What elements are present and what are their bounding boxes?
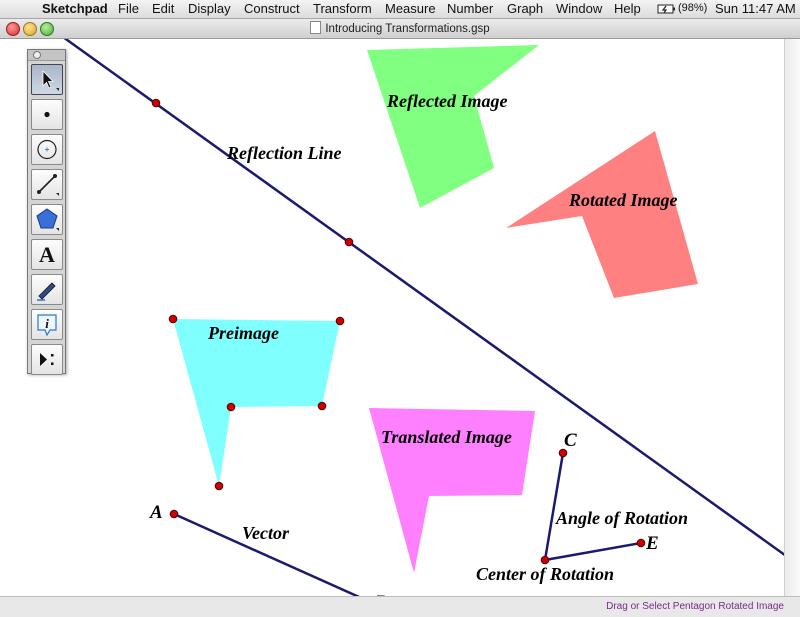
preimage-vertex-3[interactable] — [317, 401, 327, 411]
custom-tool[interactable] — [31, 344, 63, 375]
angle-of-rotation-label[interactable]: Angle of Rotation — [555, 508, 688, 528]
sketch-drawing[interactable]: Reflection Line Reflected Image Rotated … — [0, 39, 800, 596]
reflected-image-polygon[interactable] — [367, 45, 539, 208]
window-title-wrap: Introducing Transformations.gsp — [0, 21, 800, 35]
point-a[interactable] — [169, 509, 179, 519]
rotated-image-polygon[interactable] — [506, 131, 698, 298]
point-tool[interactable] — [31, 99, 63, 130]
compass-icon — [37, 139, 57, 160]
information-tool[interactable]: i — [31, 309, 63, 340]
text-tool-glyph: A — [39, 242, 55, 267]
menu-edit[interactable]: Edit — [152, 1, 175, 16]
point-c-label[interactable]: C — [564, 430, 577, 451]
angle-segment-center-e[interactable] — [544, 541, 642, 562]
battery-percent: (98%) — [678, 2, 708, 14]
vector-label[interactable]: Vector — [242, 523, 290, 543]
preimage-vertex-1[interactable] — [168, 314, 178, 324]
center-of-rotation-label[interactable]: Center of Rotation — [476, 564, 614, 584]
menu-number[interactable]: Number — [447, 1, 494, 16]
menu-bar: Sketchpad File Edit Display Construct Tr… — [0, 0, 800, 19]
preimage-label[interactable]: Preimage — [207, 323, 279, 343]
preimage-vertex-5[interactable] — [214, 481, 224, 491]
document-icon — [310, 21, 322, 34]
menu-app-name[interactable]: Sketchpad — [42, 1, 108, 16]
preimage-vertex-2[interactable] — [335, 316, 345, 326]
custom-tool-icon — [40, 353, 54, 366]
menu-graph[interactable]: Graph — [507, 1, 544, 16]
polygon-tool[interactable] — [31, 204, 63, 235]
reflection-line-label[interactable]: Reflection Line — [226, 143, 341, 163]
reflected-image-label[interactable]: Reflected Image — [386, 91, 507, 111]
vector-segment[interactable] — [173, 512, 368, 596]
vertical-scrollbar[interactable] — [784, 39, 800, 596]
menu-measure[interactable]: Measure — [385, 1, 436, 16]
straightedge-icon — [37, 174, 59, 196]
svg-text:i: i — [45, 316, 49, 331]
point-icon — [44, 111, 50, 118]
menu-file[interactable]: File — [118, 1, 139, 16]
center-of-rotation-point[interactable] — [540, 555, 550, 565]
battery-icon[interactable] — [657, 3, 677, 18]
sketch-canvas[interactable]: Reflection Line Reflected Image Rotated … — [0, 39, 800, 596]
point-a-label[interactable]: A — [149, 502, 163, 523]
menu-display[interactable]: Display — [188, 1, 231, 16]
translated-image-polygon[interactable] — [369, 408, 535, 573]
point-e-label[interactable]: E — [645, 533, 659, 554]
reflection-line-point-1[interactable] — [151, 98, 161, 108]
minimize-window-button[interactable] — [23, 22, 37, 36]
marker-tool[interactable] — [31, 274, 63, 305]
reflection-line-point-2[interactable] — [344, 237, 354, 247]
points — [151, 98, 646, 565]
menu-help[interactable]: Help — [614, 1, 641, 16]
menu-clock[interactable]: Sun 11:47 AM — [715, 1, 796, 16]
toolbox-palette: A i — [27, 49, 66, 375]
preimage-vertex-4[interactable] — [226, 402, 236, 412]
point-b-label[interactable]: B — [374, 592, 388, 596]
rotated-image-label[interactable]: Rotated Image — [568, 190, 678, 210]
menu-transform[interactable]: Transform — [313, 1, 372, 16]
menu-window[interactable]: Window — [556, 1, 603, 16]
status-bar: Drag or Select Pentagon Rotated Image — [0, 596, 800, 617]
window-title: Introducing Transformations.gsp — [325, 23, 490, 35]
text-tool[interactable]: A — [31, 239, 63, 270]
point-e[interactable] — [636, 538, 646, 548]
window-title-bar[interactable]: Introducing Transformations.gsp — [0, 19, 800, 39]
status-text: Drag or Select Pentagon Rotated Image — [606, 601, 784, 612]
toolbox-close-icon[interactable] — [33, 51, 41, 59]
close-window-button[interactable] — [6, 22, 20, 36]
zoom-window-button[interactable] — [40, 22, 54, 36]
translated-image-label[interactable]: Translated Image — [381, 427, 512, 447]
angle-segment-center-c[interactable] — [543, 452, 565, 561]
polygon-icon — [36, 208, 59, 231]
point-c[interactable] — [558, 448, 568, 458]
reflection-line[interactable] — [63, 39, 790, 560]
preimage-polygon[interactable] — [173, 319, 340, 486]
toolbox-grip[interactable] — [28, 50, 65, 61]
marker-icon — [37, 282, 56, 301]
arrow-selection-tool[interactable] — [31, 64, 63, 95]
compass-tool[interactable] — [31, 134, 63, 165]
straightedge-tool[interactable] — [31, 169, 63, 200]
info-icon: i — [37, 314, 57, 337]
menu-construct[interactable]: Construct — [244, 1, 300, 16]
arrow-icon — [42, 70, 59, 91]
